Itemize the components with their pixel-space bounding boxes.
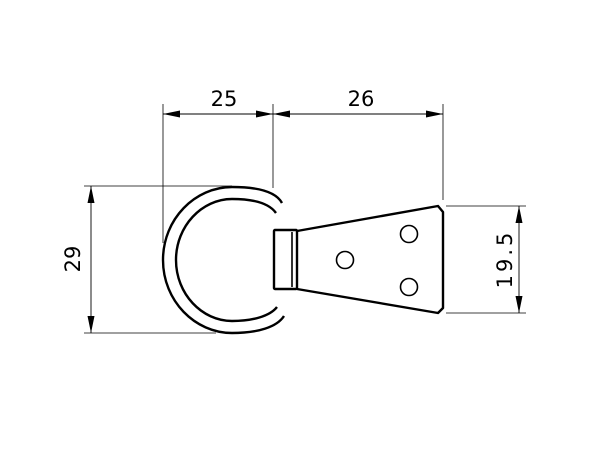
dim-label-plate-height: 19.5	[493, 230, 517, 289]
arrowhead-bottom	[515, 296, 523, 313]
dimension-plate-length: 26	[273, 87, 443, 118]
arrowhead-top	[87, 186, 95, 203]
arrowhead-top	[515, 206, 523, 223]
dimension-ring-width: 25	[163, 87, 273, 118]
folded-tab	[272, 228, 299, 291]
dim-label-ring-height: 29	[61, 246, 85, 273]
mounting-hole-bottom-right	[399, 277, 419, 297]
mounting-hole-left	[335, 250, 355, 270]
d-ring	[161, 185, 286, 335]
dimension-ring-height: 29	[61, 186, 95, 333]
tab-outline	[272, 228, 299, 291]
dim-label-ring-width: 25	[211, 87, 238, 111]
plate-outline	[296, 204, 445, 315]
extension-lines	[84, 104, 526, 334]
dimension-plate-height: 19.5	[493, 206, 523, 313]
arrowhead-bottom	[87, 316, 95, 333]
arrowhead-left	[273, 110, 290, 118]
mounting-hole-top-right	[399, 224, 419, 244]
ring-inner-contour	[174, 197, 278, 323]
mounting-plate	[296, 204, 445, 315]
arrowhead-right	[256, 110, 273, 118]
dim-label-plate-length: 26	[348, 87, 375, 111]
arrowhead-right	[426, 110, 443, 118]
arrowhead-left	[163, 110, 180, 118]
ring-outer-contour	[161, 185, 286, 335]
